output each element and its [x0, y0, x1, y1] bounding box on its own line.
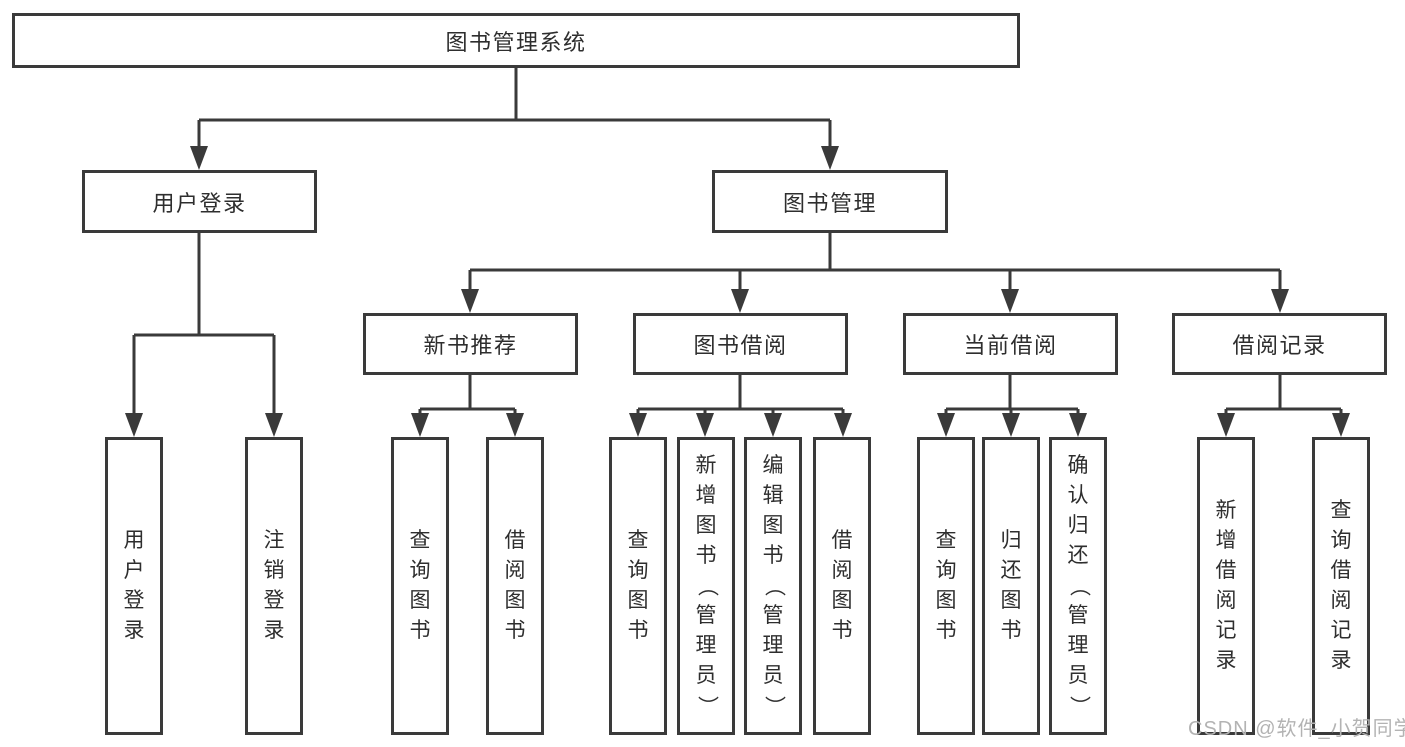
leaf-query-books-current: 查询图书 [917, 437, 975, 735]
leaf-query-books-recommend-label: 查询图书 [409, 529, 431, 642]
leaf-borrow-books-label: 借阅图书 [831, 529, 853, 642]
leaf-query-borrow-record-label: 查询借阅记录 [1330, 499, 1352, 672]
node-current-borrow-label: 当前借阅 [963, 333, 1058, 358]
leaf-user-login-label: 用户登录 [123, 529, 145, 642]
node-book-borrow-label: 图书借阅 [693, 333, 788, 358]
csdn-watermark: CSDN @软件_小贺同学 [1188, 718, 1405, 740]
leaf-borrow-books-recommend-label: 借阅图书 [504, 529, 526, 642]
node-book-borrow: 图书借阅 [633, 313, 848, 375]
node-new-book-recommend: 新书推荐 [363, 313, 578, 375]
leaf-query-borrow-record: 查询借阅记录 [1312, 437, 1370, 735]
leaf-query-books-recommend: 查询图书 [391, 437, 449, 735]
leaf-query-books-borrow: 查询图书 [609, 437, 667, 735]
leaf-query-books-borrow-label: 查询图书 [627, 529, 649, 642]
node-user-login: 用户登录 [82, 170, 317, 233]
leaf-borrow-books-recommend: 借阅图书 [486, 437, 544, 735]
leaf-add-borrow-record-label: 新增借阅记录 [1215, 499, 1237, 672]
node-current-borrow: 当前借阅 [903, 313, 1118, 375]
node-root-label: 图书管理系统 [445, 29, 587, 55]
node-user-login-label: 用户登录 [152, 190, 247, 216]
leaf-borrow-books: 借阅图书 [813, 437, 871, 735]
node-book-management-label: 图书管理 [782, 190, 877, 216]
leaf-confirm-return-admin: 确认归还（管理员） [1049, 437, 1107, 735]
leaf-query-books-current-label: 查询图书 [935, 529, 957, 642]
node-new-book-recommend-label: 新书推荐 [423, 333, 518, 358]
node-book-management: 图书管理 [712, 170, 948, 233]
leaf-edit-book-admin-label: 编辑图书（管理员） [762, 454, 785, 717]
leaf-logout: 注销登录 [245, 437, 303, 735]
node-borrow-records-label: 借阅记录 [1232, 333, 1327, 358]
leaf-edit-book-admin: 编辑图书（管理员） [744, 437, 802, 735]
leaf-add-book-admin: 新增图书（管理员） [677, 437, 735, 735]
leaf-add-borrow-record: 新增借阅记录 [1197, 437, 1255, 735]
leaf-user-login: 用户登录 [105, 437, 163, 735]
node-root: 图书管理系统 [12, 13, 1020, 68]
leaf-confirm-return-admin-label: 确认归还（管理员） [1067, 454, 1090, 717]
leaf-add-book-admin-label: 新增图书（管理员） [695, 454, 718, 717]
leaf-return-book-label: 归还图书 [1000, 529, 1022, 642]
node-borrow-records: 借阅记录 [1172, 313, 1387, 375]
leaf-logout-label: 注销登录 [263, 529, 285, 642]
leaf-return-book: 归还图书 [982, 437, 1040, 735]
